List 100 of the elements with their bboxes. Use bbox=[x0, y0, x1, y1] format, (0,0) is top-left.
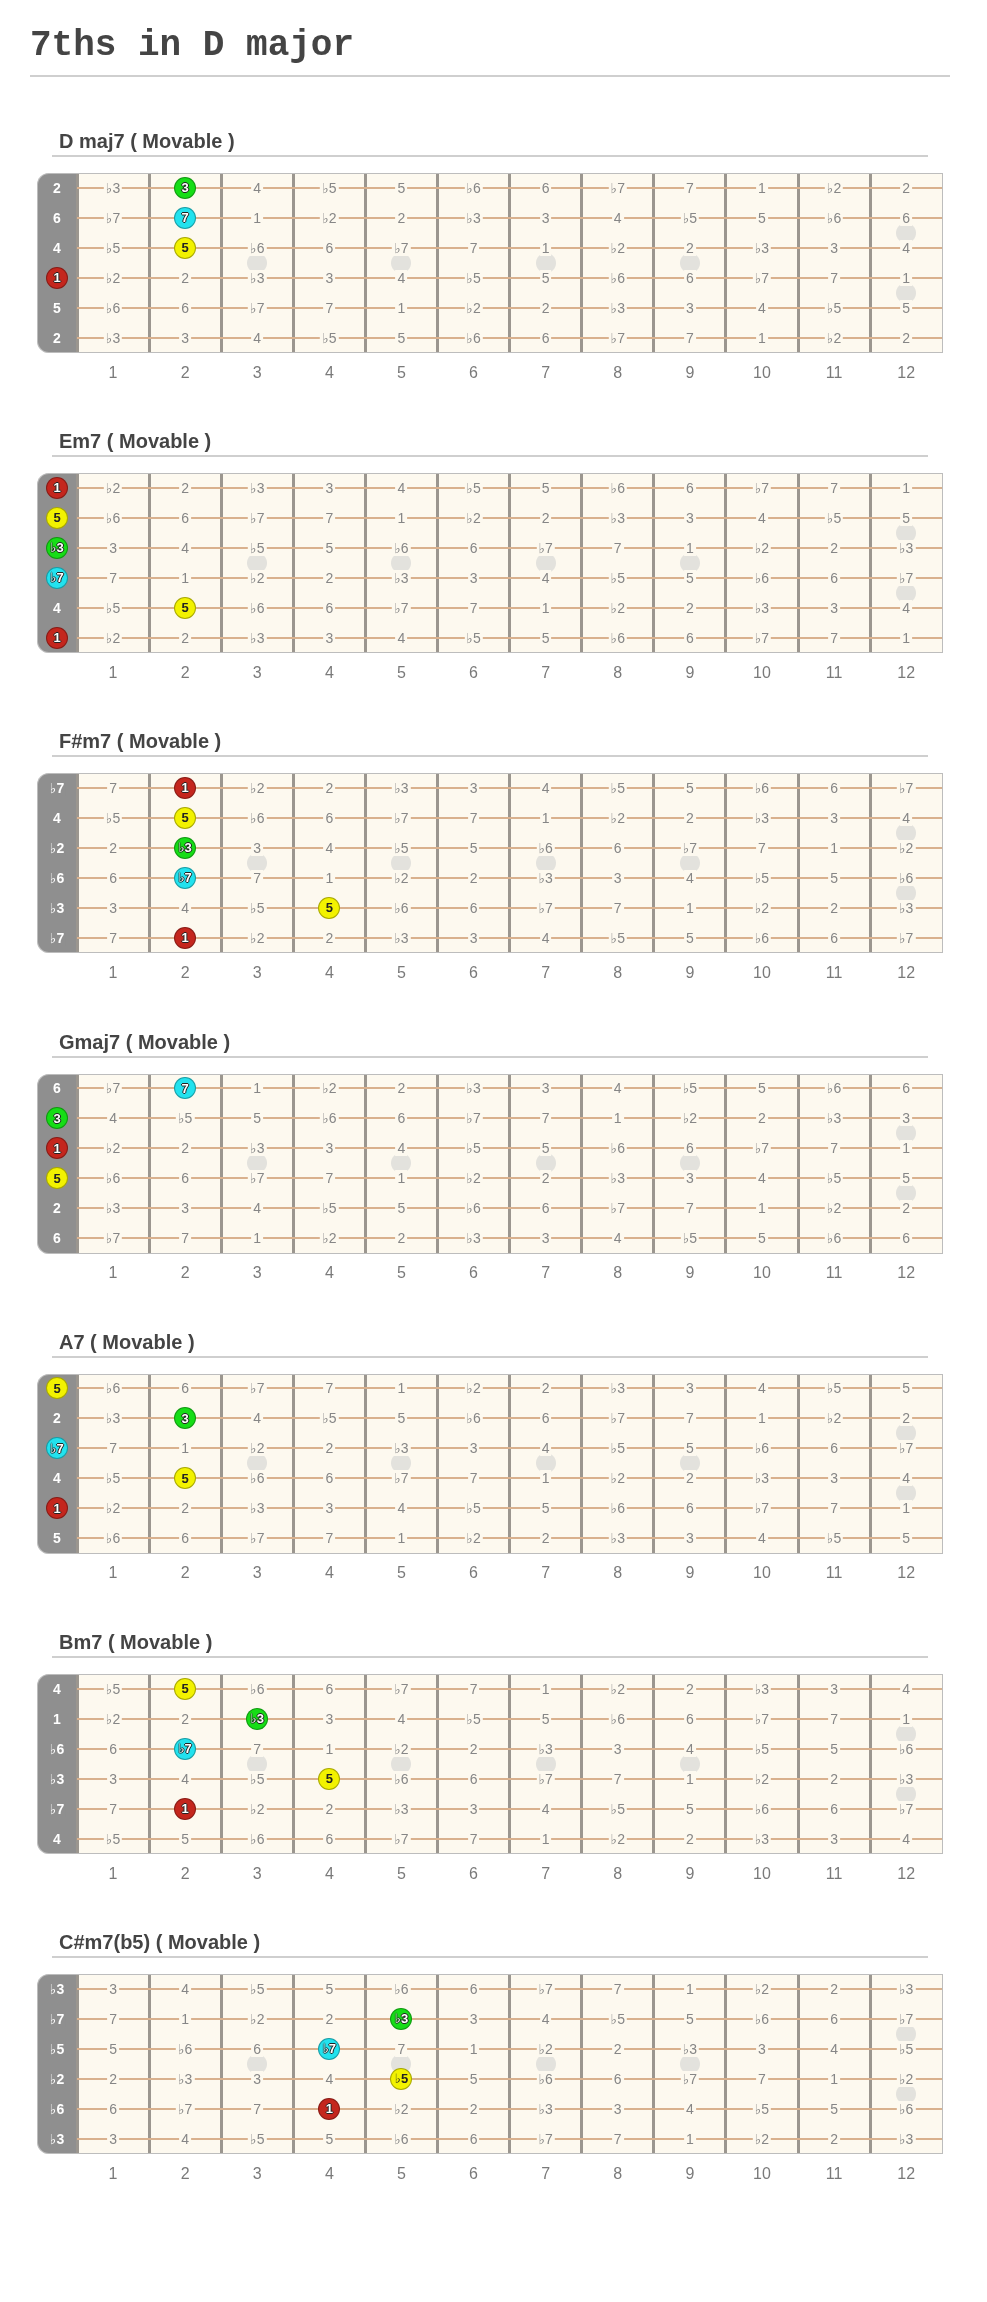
fretboard bbox=[37, 1674, 943, 1854]
fretboard bbox=[37, 1974, 943, 2155]
interval-label: 5 bbox=[539, 1140, 552, 1157]
fret-number: 6 bbox=[469, 664, 478, 681]
fret-number: 10 bbox=[753, 1565, 771, 1582]
interval-label: ♭7 bbox=[896, 1800, 916, 1817]
fret-number: 10 bbox=[753, 964, 771, 981]
fret-number: 5 bbox=[397, 1265, 406, 1282]
fret-number: 1 bbox=[108, 1865, 118, 1882]
interval-label: ♭2 bbox=[824, 1410, 844, 1427]
interval-label: ♭6 bbox=[824, 1080, 844, 1097]
interval-dot: 5 bbox=[174, 1467, 197, 1490]
fret-number: 5 bbox=[397, 364, 406, 381]
fret-number: 8 bbox=[613, 1265, 623, 1282]
interval-label: ♭3 bbox=[464, 1230, 483, 1247]
fret-number: 9 bbox=[685, 2165, 695, 2182]
chord-title: Em7 ( Movable ) bbox=[59, 429, 212, 454]
fret-number: 7 bbox=[541, 1265, 551, 1282]
interval-dot: 7 bbox=[174, 1077, 197, 1100]
fret-number: 12 bbox=[897, 964, 916, 981]
fret-number: 9 bbox=[685, 1865, 695, 1882]
fret-number: 4 bbox=[324, 664, 334, 681]
interval-dot: 7 bbox=[174, 206, 197, 229]
chord-title: Gmaj7 ( Movable ) bbox=[59, 1029, 231, 1054]
fret-number: 6 bbox=[469, 1865, 478, 1882]
fret-number: 11 bbox=[825, 1565, 843, 1582]
fretboard bbox=[37, 473, 943, 654]
fret-number: 8 bbox=[613, 664, 623, 681]
interval-label: ♭5 bbox=[824, 1530, 844, 1547]
interval-label: 4 bbox=[900, 599, 913, 616]
interval-label: ♭3 bbox=[248, 1500, 267, 1517]
fret-number: 2 bbox=[180, 2165, 190, 2182]
interval-label: ♭3 bbox=[824, 1110, 844, 1127]
interval-label: ♭6 bbox=[103, 1530, 123, 1547]
interval-dot: 5 bbox=[46, 1377, 68, 1400]
fret-number: 1 bbox=[108, 964, 118, 981]
interval-dot: 1 bbox=[46, 266, 68, 289]
interval-label: 5 bbox=[683, 1440, 696, 1457]
fret-number: 5 bbox=[397, 664, 406, 681]
interval-dot: ♭7 bbox=[46, 1437, 68, 1460]
fret-number: 3 bbox=[252, 2165, 262, 2182]
interval-dot: 5 bbox=[174, 596, 197, 619]
interval-dot: 5 bbox=[318, 896, 341, 919]
interval-label: ♭3 bbox=[464, 1080, 483, 1097]
fret-number: 9 bbox=[685, 1265, 695, 1282]
interval-label: ♭2 bbox=[248, 569, 267, 586]
fret-number: 12 bbox=[897, 364, 916, 381]
interval-label: ♭2 bbox=[608, 1470, 627, 1487]
interval-label: 1 bbox=[683, 1770, 696, 1787]
interval-dot: ♭3 bbox=[246, 1707, 269, 1730]
fret-number: 7 bbox=[541, 2165, 551, 2182]
chord-title: F#m7 ( Movable ) bbox=[59, 729, 222, 754]
interval-label: ♭2 bbox=[464, 1170, 483, 1187]
interval-label: ♭6 bbox=[608, 1140, 627, 1157]
fret-number: 12 bbox=[897, 2165, 916, 2182]
interval-label: ♭2 bbox=[392, 869, 411, 886]
interval-label: 3 bbox=[251, 2070, 264, 2087]
fret-number: 8 bbox=[613, 364, 623, 381]
fret-number: 7 bbox=[541, 1865, 551, 1882]
fret-number: 6 bbox=[469, 964, 478, 981]
chord-title: C#m7(b5) ( Movable ) bbox=[59, 1930, 261, 1955]
chord-title: A7 ( Movable ) bbox=[59, 1329, 195, 1354]
interval-label: ♭5 bbox=[320, 1200, 339, 1217]
interval-label: ♭3 bbox=[608, 1170, 627, 1187]
interval-label: ♭6 bbox=[248, 1470, 267, 1487]
fret-number: 2 bbox=[180, 664, 190, 681]
interval-label: ♭2 bbox=[824, 1200, 844, 1217]
interval-label: ♭7 bbox=[248, 1530, 267, 1547]
interval-label: ♭3 bbox=[608, 1530, 627, 1547]
interval-label: ♭7 bbox=[752, 1140, 772, 1157]
fret-number: 2 bbox=[180, 1565, 190, 1582]
interval-label: ♭5 bbox=[680, 1080, 700, 1097]
fret-number: 4 bbox=[324, 1565, 334, 1582]
interval-label: ♭6 bbox=[103, 1170, 123, 1187]
interval-label: 3 bbox=[900, 1110, 913, 1127]
fret-number: 11 bbox=[825, 1265, 843, 1282]
interval-label: 4 bbox=[900, 1470, 913, 1487]
interval-label: ♭6 bbox=[824, 1230, 844, 1247]
fret-number: 4 bbox=[324, 964, 334, 981]
interval-label: ♭7 bbox=[896, 1440, 916, 1457]
interval-label: ♭5 bbox=[824, 1380, 844, 1397]
fret-number: 4 bbox=[324, 2165, 334, 2182]
fret-number: 1 bbox=[108, 1265, 118, 1282]
interval-label: ♭2 bbox=[248, 1440, 267, 1457]
interval-dot: ♭7 bbox=[318, 2037, 341, 2060]
fret-number: 2 bbox=[180, 364, 190, 381]
fret-number: 10 bbox=[753, 1265, 771, 1282]
fret-number: 1 bbox=[108, 664, 118, 681]
interval-label: ♭5 bbox=[824, 1170, 844, 1187]
interval-dot: 5 bbox=[318, 1767, 341, 1790]
fret-number: 11 bbox=[825, 364, 843, 381]
interval-label: ♭7 bbox=[464, 1110, 483, 1127]
interval-label: ♭6 bbox=[608, 1500, 627, 1517]
interval-label: ♭5 bbox=[103, 1470, 123, 1487]
interval-dot: 5 bbox=[174, 236, 197, 259]
interval-label: ♭5 bbox=[608, 1440, 627, 1457]
fret-number: 11 bbox=[825, 2165, 843, 2182]
interval-label: ♭3 bbox=[752, 1470, 772, 1487]
interval-label: ♭2 bbox=[464, 1380, 483, 1397]
interval-label: ♭3 bbox=[103, 1410, 123, 1427]
